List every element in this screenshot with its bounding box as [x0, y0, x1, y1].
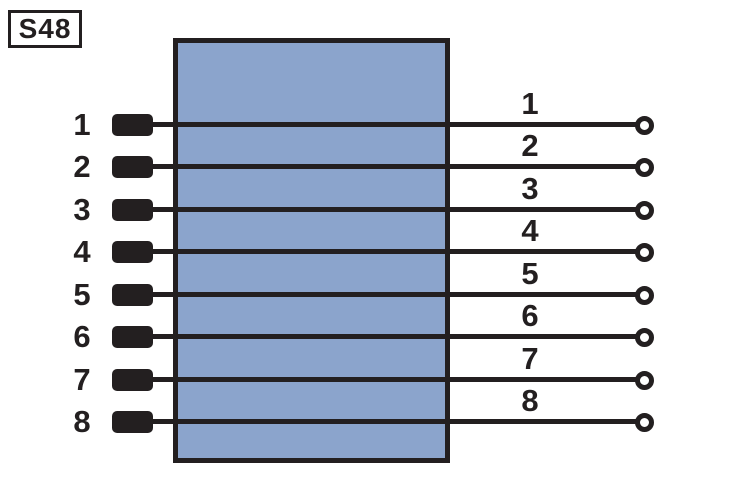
terminal-ring	[635, 285, 654, 305]
wire-line	[150, 292, 637, 297]
pin-number-left: 7	[73, 362, 91, 397]
wire-line	[150, 164, 637, 169]
terminal-ring	[635, 115, 654, 135]
wire-number-right: 3	[521, 171, 539, 206]
pin-terminal	[112, 369, 153, 391]
wire-number-right: 5	[521, 256, 539, 291]
terminal-ring	[635, 412, 654, 432]
wire-number-right: 7	[521, 341, 539, 376]
terminal-ring	[635, 370, 654, 390]
wire-number-right: 6	[521, 298, 539, 333]
terminal-ring	[635, 157, 654, 177]
pin-number-left: 2	[73, 149, 91, 184]
terminal-ring	[635, 327, 654, 347]
pin-number-left: 8	[73, 404, 91, 439]
wire-line	[150, 122, 637, 127]
wire-number-right: 4	[521, 213, 539, 248]
component-label: S48	[8, 10, 82, 48]
pin-terminal	[112, 156, 153, 178]
pin-terminal	[112, 241, 153, 263]
wire-line	[150, 249, 637, 254]
pin-terminal	[112, 199, 153, 221]
wire-number-right: 1	[521, 86, 539, 121]
pin-terminal	[112, 411, 153, 433]
pin-terminal	[112, 114, 153, 136]
wire-line	[150, 207, 637, 212]
pin-number-left: 3	[73, 192, 91, 227]
wire-number-right: 2	[521, 128, 539, 163]
wire-number-right: 8	[521, 383, 539, 418]
terminal-ring	[635, 242, 654, 262]
wire-line	[150, 334, 637, 339]
pin-number-left: 4	[73, 234, 91, 269]
wire-line	[150, 419, 637, 424]
pin-terminal	[112, 284, 153, 306]
wire-line	[150, 377, 637, 382]
pin-terminal	[112, 326, 153, 348]
terminal-ring	[635, 200, 654, 220]
pin-number-left: 5	[73, 277, 91, 312]
pin-number-left: 1	[73, 107, 91, 142]
pin-number-left: 6	[73, 319, 91, 354]
